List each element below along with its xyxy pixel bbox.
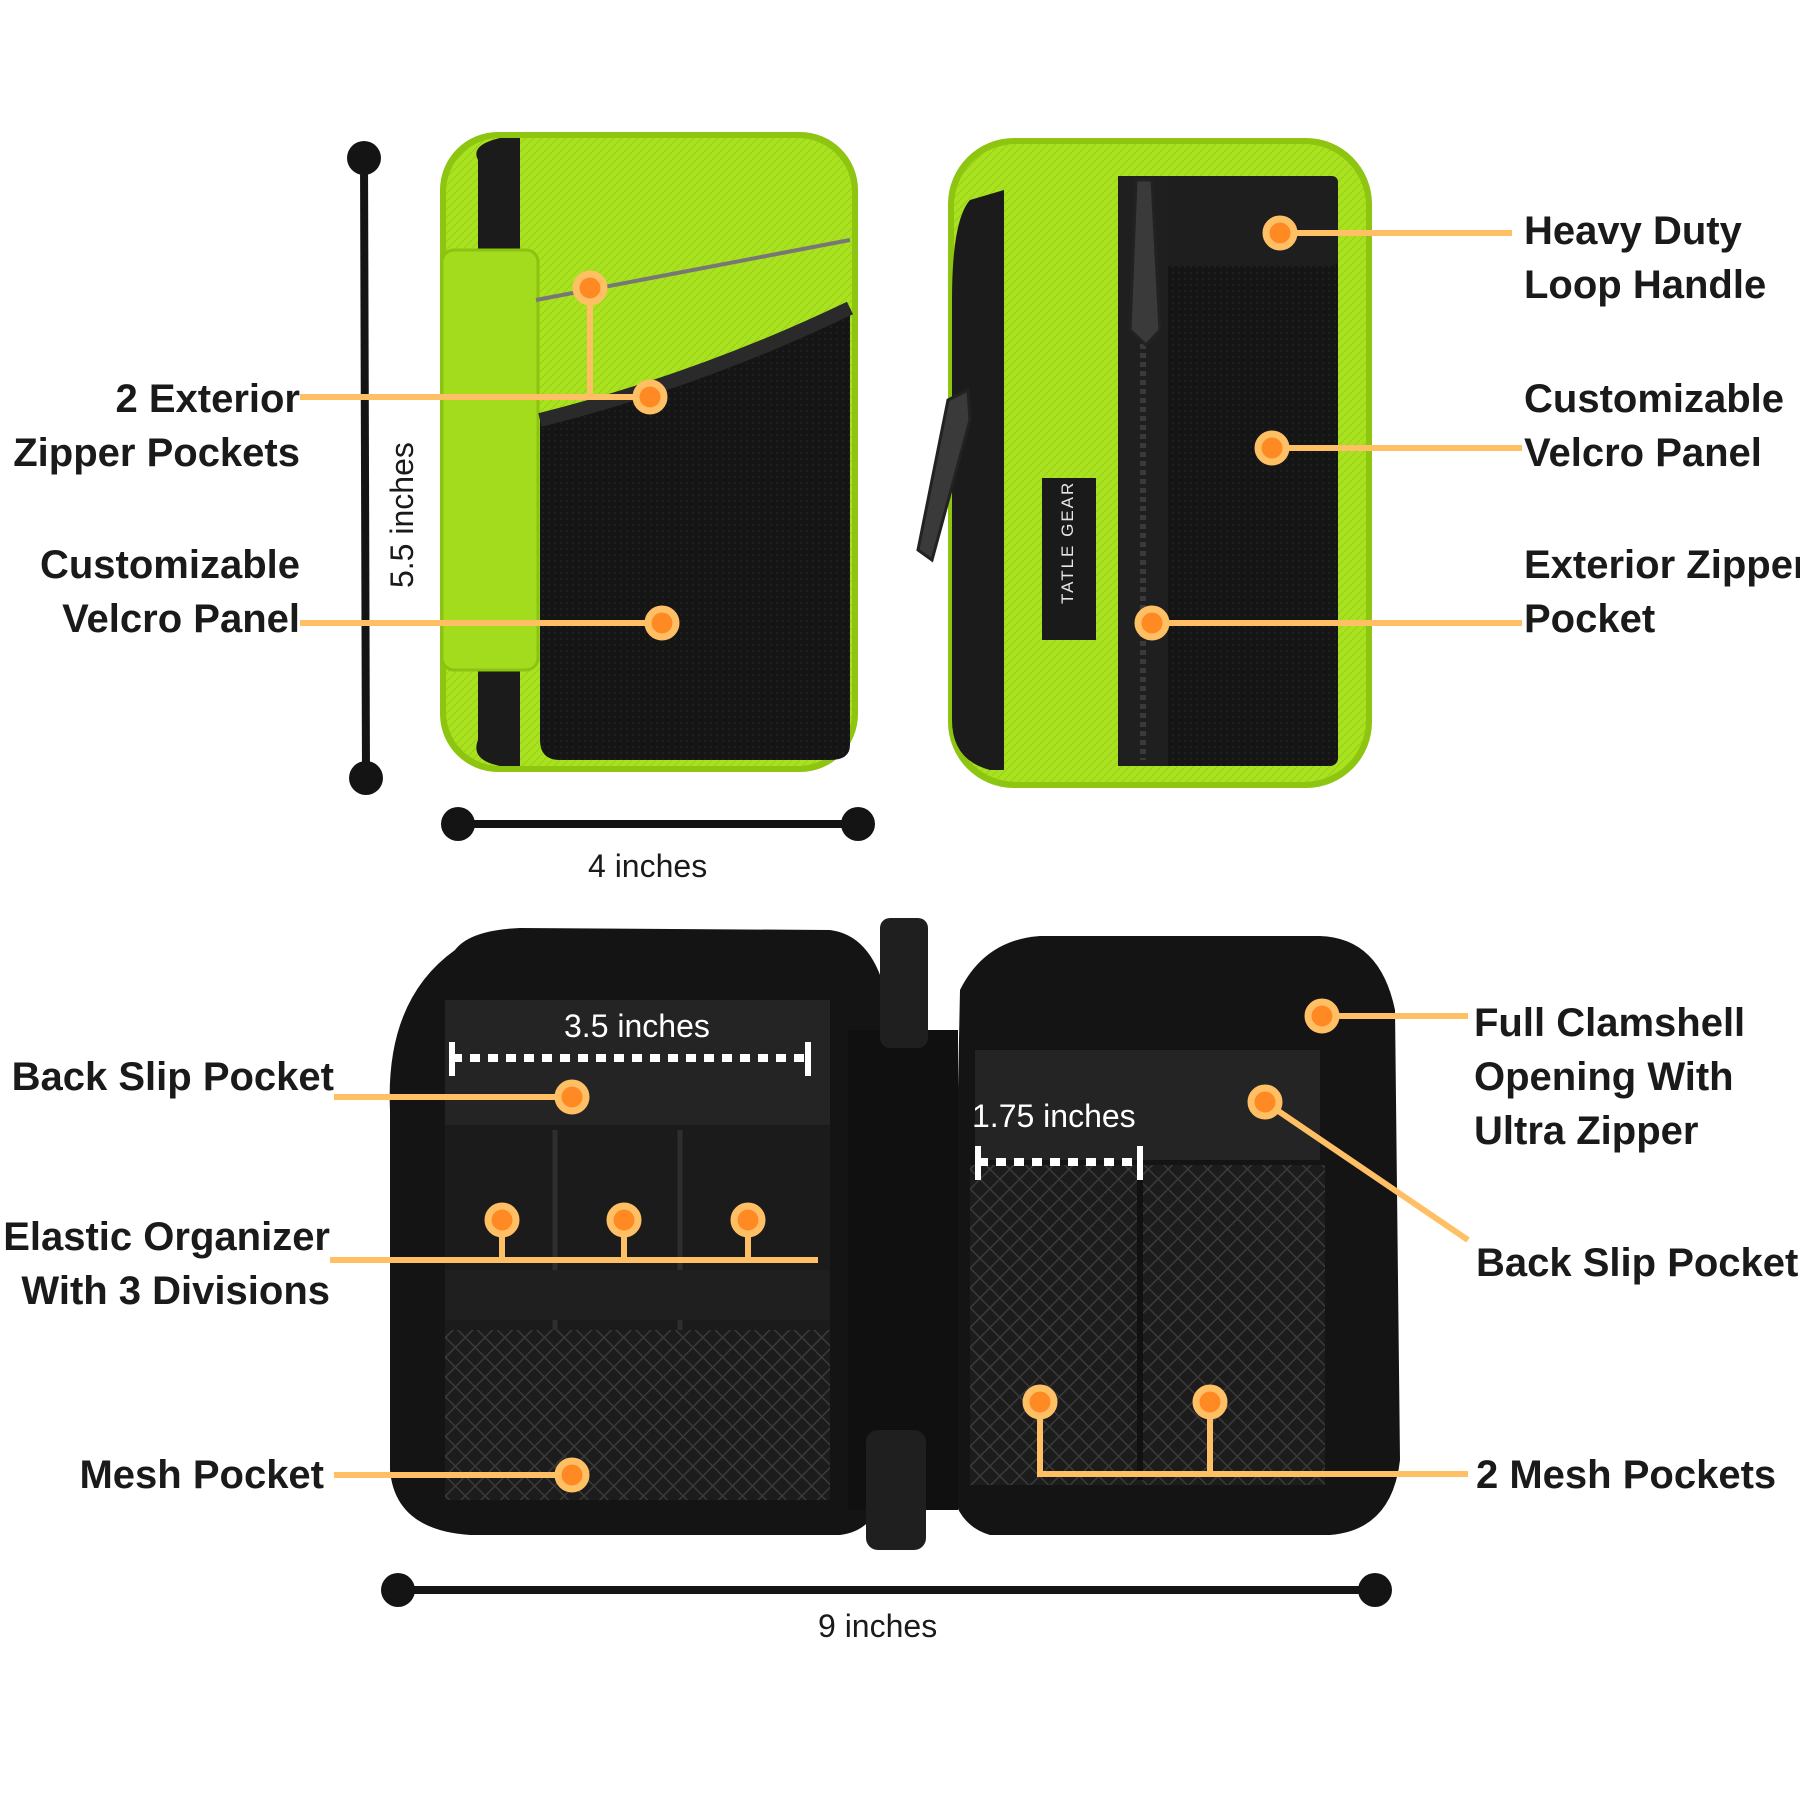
dot-back-velcro (1254, 430, 1290, 466)
label-line: Exterior Zipper (1524, 543, 1800, 587)
dot-clamshell (1304, 998, 1340, 1034)
callout-dots (484, 215, 1340, 1493)
label-mesh-pocket: Mesh Pocket (0, 1448, 324, 1502)
label-line: Full Clamshell (1474, 1001, 1746, 1045)
label-line: With 3 Divisions (21, 1269, 330, 1313)
label-back-slip-pocket-right: Back Slip Pocket (1476, 1236, 1798, 1290)
front-view-pouch (440, 132, 858, 772)
dot-elastic-1 (484, 1202, 520, 1238)
open-pouch (389, 918, 1400, 1550)
label-elastic-organizer: Elastic Organizer With 3 Divisions (0, 1210, 330, 1318)
label-back-slip-pocket-left: Back Slip Pocket (0, 1050, 334, 1104)
brand-tag: TATLE GEAR (1058, 480, 1077, 604)
label-velcro-panel-back: Customizable Velcro Panel (1524, 372, 1784, 480)
label-line: Back Slip Pocket (1476, 1241, 1799, 1285)
label-line: Customizable (1524, 377, 1785, 421)
label-velcro-panel-front: Customizable Velcro Panel (0, 538, 300, 646)
label-line: Elastic Organizer (3, 1215, 330, 1259)
dot-elastic-3 (730, 1202, 766, 1238)
label-line: Velcro Panel (62, 597, 300, 641)
label-line: Back Slip Pocket (11, 1055, 334, 1099)
callout-leaders (300, 230, 1522, 1478)
label-line: Ultra Zipper (1474, 1109, 1699, 1153)
dot-mesh-right-2 (1192, 1384, 1228, 1420)
dimension-width: 4 inches (588, 848, 708, 884)
dot-back-zipper (1134, 605, 1170, 641)
label-line: 2 Mesh Pockets (1476, 1453, 1777, 1497)
dot-front-side-pocket (632, 379, 668, 415)
dot-elastic-2 (606, 1202, 642, 1238)
dot-front-velcro (644, 605, 680, 641)
label-line: Zipper Pockets (13, 431, 300, 475)
label-exterior-zipper-pockets: 2 Exterior Zipper Pockets (0, 372, 300, 480)
label-line: Pocket (1524, 597, 1656, 641)
label-line: Heavy Duty (1524, 209, 1742, 253)
label-exterior-zipper-pocket: Exterior Zipper Pocket (1524, 538, 1800, 646)
label-loop-handle: Heavy Duty Loop Handle (1524, 204, 1766, 312)
dot-back-slip-left (554, 1079, 590, 1115)
dimension-inner-left: 3.5 inches (564, 1008, 710, 1044)
dimension-height: 5.5 inches (384, 442, 420, 588)
label-clamshell-opening: Full Clamshell Opening With Ultra Zipper (1474, 996, 1745, 1158)
label-line: 2 Exterior (115, 377, 300, 421)
label-line: Opening With (1474, 1055, 1734, 1099)
label-mesh-pockets: 2 Mesh Pockets (1476, 1448, 1776, 1502)
label-line: Velcro Panel (1524, 431, 1762, 475)
label-line: Customizable (39, 543, 300, 587)
dimension-open-width: 9 inches (818, 1608, 938, 1644)
dimension-inner-right: 1.75 inches (972, 1098, 1136, 1134)
dot-loop-handle (1262, 215, 1298, 251)
dot-mesh-right-1 (1022, 1384, 1058, 1420)
dot-mesh-left (554, 1457, 590, 1493)
dot-front-top-pocket (572, 270, 608, 306)
label-line: Loop Handle (1524, 263, 1767, 307)
dimension-lines (347, 141, 1392, 1607)
label-line: Mesh Pocket (79, 1453, 324, 1497)
dot-back-slip-right (1247, 1084, 1283, 1120)
